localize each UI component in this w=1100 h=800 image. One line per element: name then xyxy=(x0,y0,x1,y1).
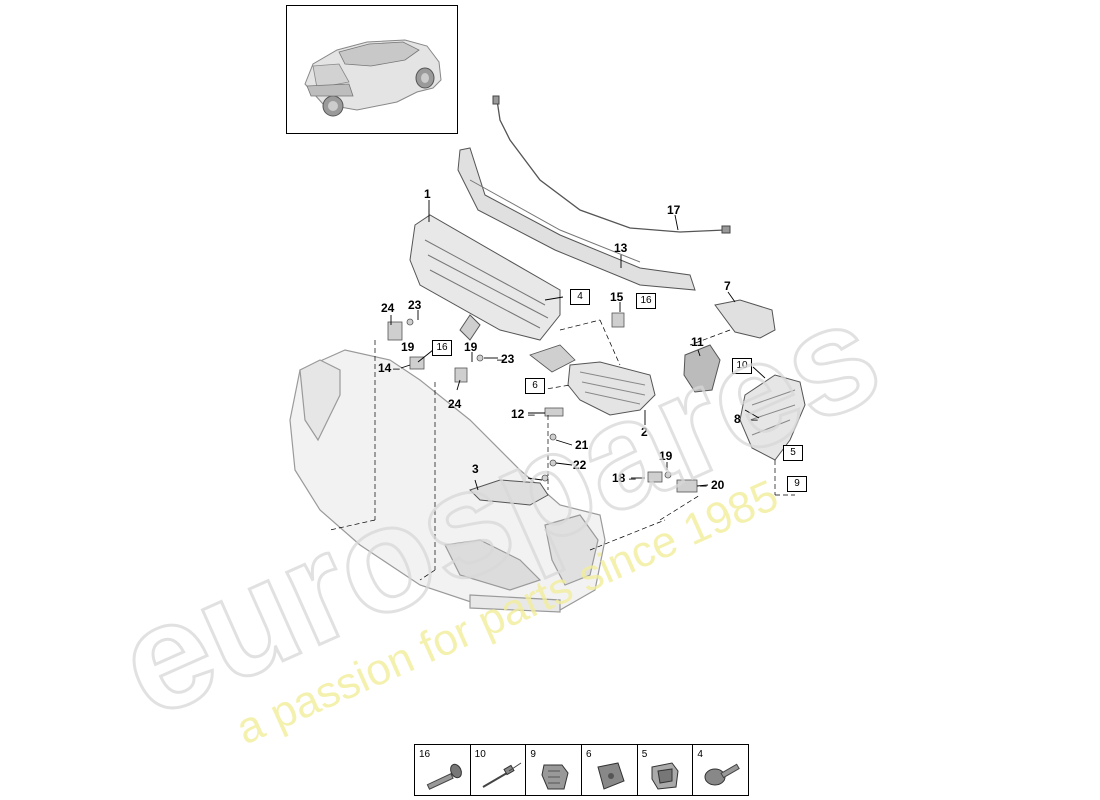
callout-11: 11 xyxy=(691,335,704,349)
rivet-icon xyxy=(482,762,521,788)
callout-20: 20 xyxy=(711,478,725,492)
small-parts xyxy=(387,312,698,493)
dash-20: – xyxy=(700,478,707,492)
callout-18: 18 xyxy=(612,471,626,485)
callout-17: 17 xyxy=(667,203,681,217)
boxed-callout-4: 4 xyxy=(570,289,590,305)
trim-strip xyxy=(469,479,549,506)
callout-19-right: 19 xyxy=(659,449,673,463)
boxed-callout-16-left: 16 xyxy=(432,340,452,356)
trim-panel xyxy=(683,344,721,393)
legend-num: 9 xyxy=(530,749,536,760)
legend-cell: 16 xyxy=(415,745,471,795)
lower-grille xyxy=(567,361,656,416)
boxed-callout-10: 10 xyxy=(732,358,752,374)
legend-num: 5 xyxy=(641,749,648,760)
callout-3: 3 xyxy=(472,462,479,476)
dash-12: – xyxy=(528,407,535,421)
flange-screw-icon xyxy=(704,763,741,786)
clip-icon xyxy=(541,764,569,790)
callout-19-left: 19 xyxy=(401,340,415,354)
air-duct xyxy=(714,299,776,339)
wiring-harness xyxy=(496,99,726,233)
dash-18: – xyxy=(629,471,636,485)
nut-plate-icon xyxy=(597,762,625,790)
bolt-icon xyxy=(426,763,462,790)
legend-num: 4 xyxy=(697,749,703,760)
callout-23-right: 23 xyxy=(501,352,515,366)
callout-24-left: 24 xyxy=(381,301,395,315)
boxed-callout-16-right: 16 xyxy=(636,293,656,309)
grille-frame xyxy=(409,214,561,341)
legend-cell: 5 xyxy=(638,745,694,795)
callout-12: 12 xyxy=(511,407,525,421)
impact-absorber xyxy=(457,147,696,291)
legend-cell: 6 xyxy=(582,745,638,795)
assembly-lines xyxy=(329,319,795,581)
callout-7: 7 xyxy=(724,279,731,293)
boxed-callout-9: 9 xyxy=(787,476,807,492)
callout-24-center: 24 xyxy=(448,397,462,411)
legend-cell: 4 xyxy=(693,745,748,795)
side-grille xyxy=(739,374,806,461)
callout-8: 8 xyxy=(734,412,741,426)
callout-1: 1 xyxy=(424,187,431,201)
legend-num: 6 xyxy=(586,749,592,760)
leader-lines xyxy=(390,200,766,491)
boxed-callout-6: 6 xyxy=(525,378,545,394)
callout-22: 22 xyxy=(573,458,587,472)
legend-cell: 10 xyxy=(471,745,527,795)
dash-8: – xyxy=(751,412,758,426)
dash-23: – xyxy=(497,352,504,366)
legend-num: 16 xyxy=(419,749,431,760)
callout-19-center: 19 xyxy=(464,340,478,354)
bumper-cover xyxy=(289,349,606,613)
callout-14: 14 xyxy=(378,361,392,375)
callout-15: 15 xyxy=(610,290,624,304)
callout-13: 13 xyxy=(614,241,628,255)
boxed-callout-5: 5 xyxy=(783,445,803,461)
callout-2: 2 xyxy=(641,425,648,439)
callout-21: 21 xyxy=(575,438,589,452)
legend-cell: 9 xyxy=(526,745,583,795)
callout-23-left: 23 xyxy=(408,298,422,312)
suv-icon xyxy=(304,39,442,117)
dash-14: – xyxy=(393,361,400,375)
hardware-legend: 16 10 9 6 xyxy=(414,744,749,796)
spring-clip-icon xyxy=(651,762,679,790)
vehicle-thumbnail xyxy=(286,5,458,134)
legend-num: 10 xyxy=(474,749,486,760)
